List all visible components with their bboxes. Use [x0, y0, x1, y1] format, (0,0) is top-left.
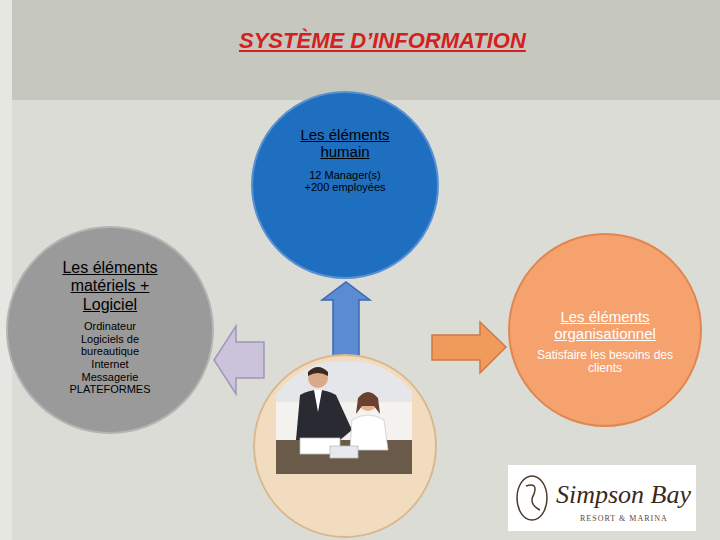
node-body: Satisfaire les besoins des clients	[530, 349, 680, 377]
node-body: Ordinateur Logiciels de bureautique Inte…	[67, 320, 153, 396]
node-heading: Les éléments organisationnel	[540, 308, 670, 343]
node-heading: Les éléments matériels + Logiciel	[55, 259, 165, 314]
logo-box	[508, 465, 696, 531]
logo-monogram-stroke	[526, 485, 540, 510]
logo-subtitle: RESORT & MARINA	[580, 514, 668, 523]
node-body: 12 Manager(s) +200 employées	[299, 169, 391, 194]
up-arrow	[322, 282, 370, 360]
left-arrow	[214, 326, 264, 394]
circle-node: Les éléments organisationnelSatisfaire l…	[507, 232, 703, 428]
logo-name: Simpson Bay	[556, 480, 691, 510]
logo-monogram	[517, 476, 547, 520]
circle-text-group: Les éléments organisationnelSatisfaire l…	[507, 308, 703, 376]
diagram-title: SYSTÈME D’INFORMATION	[239, 28, 526, 54]
office-photo	[276, 362, 412, 474]
circle-text-group: Les éléments matériels + LogicielOrdinat…	[5, 259, 215, 396]
top-band	[12, 0, 720, 100]
circle-text-group: Les éléments humain 12 Manager(s) +200 em…	[250, 126, 440, 194]
node-heading: Les éléments humain	[290, 126, 400, 161]
circle-node: Les éléments matériels + LogicielOrdinat…	[5, 225, 215, 435]
circle-node: Les éléments humain 12 Manager(s) +200 em…	[250, 90, 440, 280]
left-strip	[0, 0, 12, 540]
photo-circle	[254, 355, 436, 537]
right-arrow	[432, 322, 506, 373]
